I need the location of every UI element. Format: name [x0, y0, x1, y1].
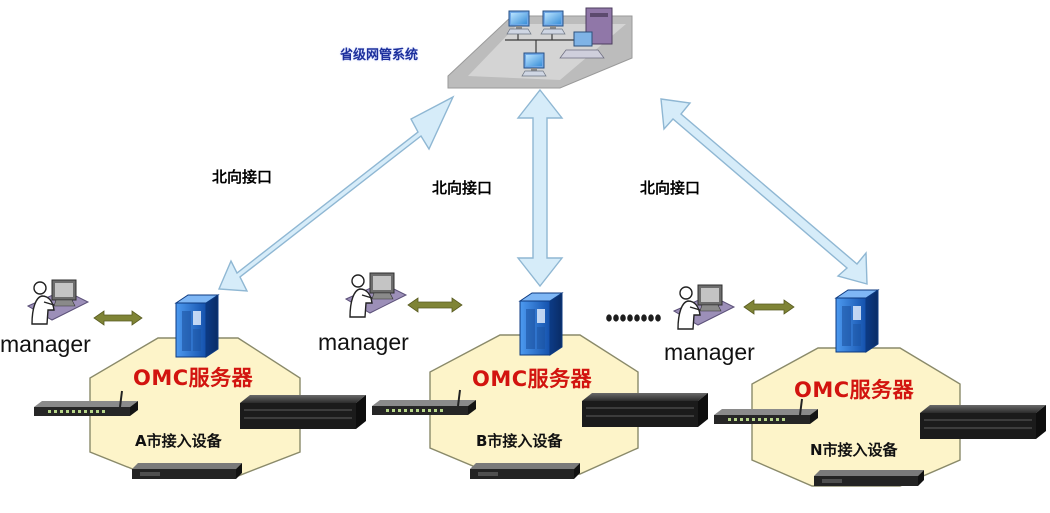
- operator-b-icon: [345, 272, 407, 318]
- omc-server-n-icon: [835, 289, 879, 353]
- devices-label-b: B市接入设备: [476, 432, 563, 450]
- devices-label-a: A市接入设备: [135, 432, 222, 450]
- omc-server-label-n: OMC服务器: [794, 378, 915, 402]
- northbound-label-left: 北向接口: [212, 168, 273, 186]
- omc-server-a-icon: [175, 294, 219, 358]
- manager-link-n: [743, 299, 795, 315]
- omc-server-label-a: OMC服务器: [133, 366, 254, 390]
- northbound-arrow-left: [217, 95, 455, 292]
- northbound-arrow-right: [660, 98, 868, 285]
- manager-label-n: manager: [664, 339, 755, 365]
- manager-link-a: [93, 310, 143, 326]
- northbound-arrow-center: [516, 88, 564, 288]
- devices-label-n: N市接入设备: [810, 441, 898, 459]
- manager-label-a: manager: [0, 331, 91, 357]
- northbound-label-right: 北向接口: [640, 179, 701, 197]
- manager-label-b: manager: [318, 329, 409, 355]
- operator-a-icon: [27, 279, 89, 325]
- provincial-nms-title: 省级网管系统: [340, 48, 419, 63]
- provincial-nms-icon: [447, 7, 633, 89]
- site-zone-b: [429, 334, 639, 475]
- omc-server-label-b: OMC服务器: [472, 367, 593, 391]
- ellipsis-dots: [606, 314, 661, 322]
- northbound-label-center: 北向接口: [432, 179, 493, 197]
- manager-link-b: [407, 297, 463, 313]
- omc-server-b-icon: [519, 292, 563, 356]
- operator-n-icon: [673, 284, 735, 330]
